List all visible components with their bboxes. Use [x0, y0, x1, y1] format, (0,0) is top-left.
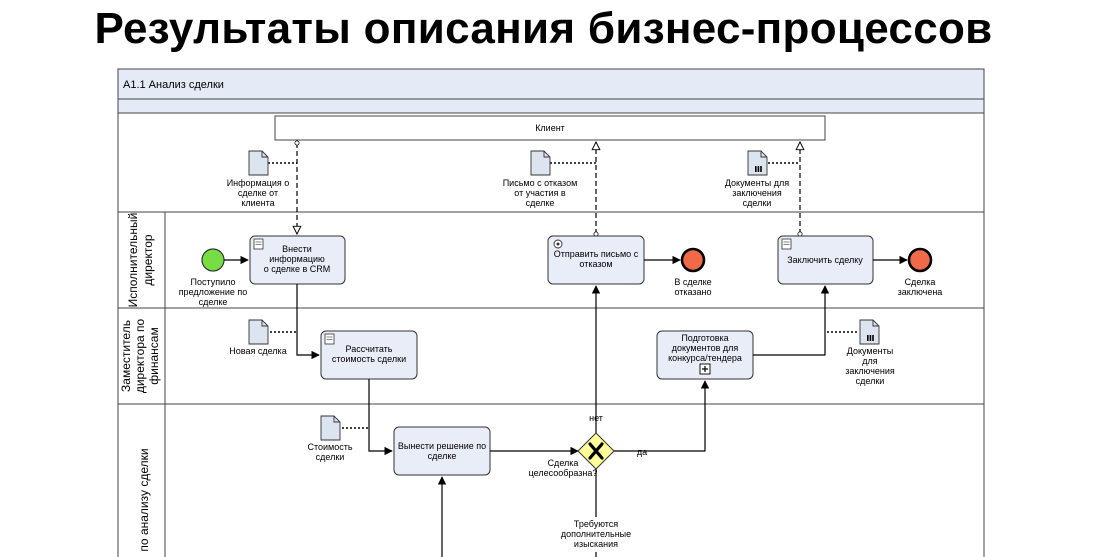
- svg-text:отказом: отказом: [579, 259, 612, 269]
- task-make-decision: Вынести решение по сделке: [393, 426, 491, 476]
- svg-text:сделки: сделки: [743, 198, 772, 208]
- svg-text:Новая сделка: Новая сделка: [229, 346, 286, 356]
- svg-text:сделке от: сделке от: [238, 188, 278, 198]
- gateway-more-research-label: Требуются дополнительные изыскания: [560, 517, 632, 552]
- svg-text:предложение по: предложение по: [179, 287, 248, 297]
- svg-text:отказано: отказано: [674, 287, 711, 297]
- svg-text:Внести: Внести: [282, 244, 312, 254]
- svg-text:Письмо с отказом: Письмо с отказом: [503, 178, 578, 188]
- svg-text:заключена: заключена: [898, 287, 943, 297]
- svg-text:Сделка: Сделка: [548, 458, 579, 468]
- task-prepare-tender-docs: Подготовка документов для конкурса/тенде…: [656, 330, 754, 380]
- svg-text:Рассчитать: Рассчитать: [346, 344, 393, 354]
- svg-text:сделки: сделки: [316, 452, 345, 462]
- svg-text:стоимость сделки: стоимость сделки: [332, 354, 406, 364]
- svg-text:Информация о: Информация о: [227, 178, 290, 188]
- svg-text:Заместитель: Заместитель: [119, 320, 133, 392]
- document-new-deal: Новая сделка: [229, 319, 287, 356]
- svg-text:Вынести решение по: Вынести решение по: [398, 441, 486, 451]
- svg-text:Исполнительный: Исполнительный: [126, 213, 140, 308]
- svg-text:Документы: Документы: [847, 346, 893, 356]
- pool-client: [274, 115, 826, 141]
- svg-text:Требуются: Требуются: [574, 519, 618, 529]
- document-conclusion-docs: Документы для заключения сделки: [845, 319, 895, 386]
- gateway-yes-label: да: [637, 447, 647, 457]
- svg-text:Документы для: Документы для: [725, 178, 789, 188]
- svg-text:Отправить письмо с: Отправить письмо с: [554, 249, 639, 259]
- svg-text:изыскания: изыскания: [574, 539, 618, 549]
- end-event-rejected: В сделке отказано: [674, 247, 712, 297]
- document-rejection-letter: Письмо с отказом от участия в сделке: [503, 150, 578, 208]
- diagram-header: [117, 68, 985, 100]
- svg-text:Стоимость: Стоимость: [307, 442, 352, 452]
- svg-text:директор: директор: [141, 234, 155, 285]
- svg-text:заключения: заключения: [732, 188, 782, 198]
- svg-text:сделке: сделке: [526, 198, 555, 208]
- end-event-concluded: Сделка заключена: [898, 247, 943, 297]
- svg-text:директора по: директора по: [133, 319, 147, 394]
- svg-text:для: для: [862, 356, 878, 366]
- gateway-no-label: нет: [589, 413, 603, 423]
- svg-text:Подготовка: Подготовка: [681, 333, 728, 343]
- task-enter-info-crm: Внести информацию о сделке в CRM: [249, 235, 346, 285]
- lane-deputy-finance: Заместитель директора по финансам: [119, 319, 161, 394]
- task-send-rejection-letter: Отправить письмо с отказом: [547, 235, 645, 285]
- lane-deal-analysis: по анализу сделки: [137, 448, 151, 551]
- svg-text:финансам: финансам: [147, 327, 161, 384]
- svg-text:сделки: сделки: [856, 376, 885, 386]
- svg-text:сделке: сделке: [428, 451, 457, 461]
- task-conclude-deal: Заключить сделку: [777, 235, 874, 285]
- diagram-header-text: А1.1 Анализ сделки: [123, 79, 224, 91]
- task-calculate-cost: Рассчитать стоимость сделки: [320, 330, 418, 380]
- svg-text:целесообразна?: целесообразна?: [529, 468, 598, 478]
- document-deal-info: Информация о сделке от клиента: [227, 150, 290, 208]
- document-contract-docs: Документы для заключения сделки: [725, 150, 789, 208]
- document-deal-cost: Стоимость сделки: [307, 415, 353, 462]
- svg-text:конкурса/тендера: конкурса/тендера: [668, 353, 742, 363]
- svg-text:документов для: документов для: [672, 343, 739, 353]
- start-event: Поступило предложение по сделке: [179, 248, 248, 307]
- lane-director: Исполнительный директор: [126, 213, 155, 308]
- svg-text:клиента: клиента: [241, 198, 274, 208]
- svg-text:Поступило: Поступило: [191, 277, 236, 287]
- svg-text:В сделке: В сделке: [674, 277, 711, 287]
- svg-text:заключения: заключения: [845, 366, 895, 376]
- svg-text:сделке: сделке: [199, 297, 228, 307]
- svg-text:от участия в: от участия в: [514, 188, 566, 198]
- svg-text:о сделке в CRM: о сделке в CRM: [264, 264, 331, 274]
- svg-text:Сделка: Сделка: [905, 277, 936, 287]
- svg-text:информацию: информацию: [269, 254, 325, 264]
- page-title: Результаты описания бизнес-процессов: [94, 4, 993, 53]
- svg-text:дополнительные: дополнительные: [561, 529, 631, 539]
- svg-text:Заключить сделку: Заключить сделку: [787, 255, 863, 265]
- pool-client-label: Клиент: [535, 123, 565, 133]
